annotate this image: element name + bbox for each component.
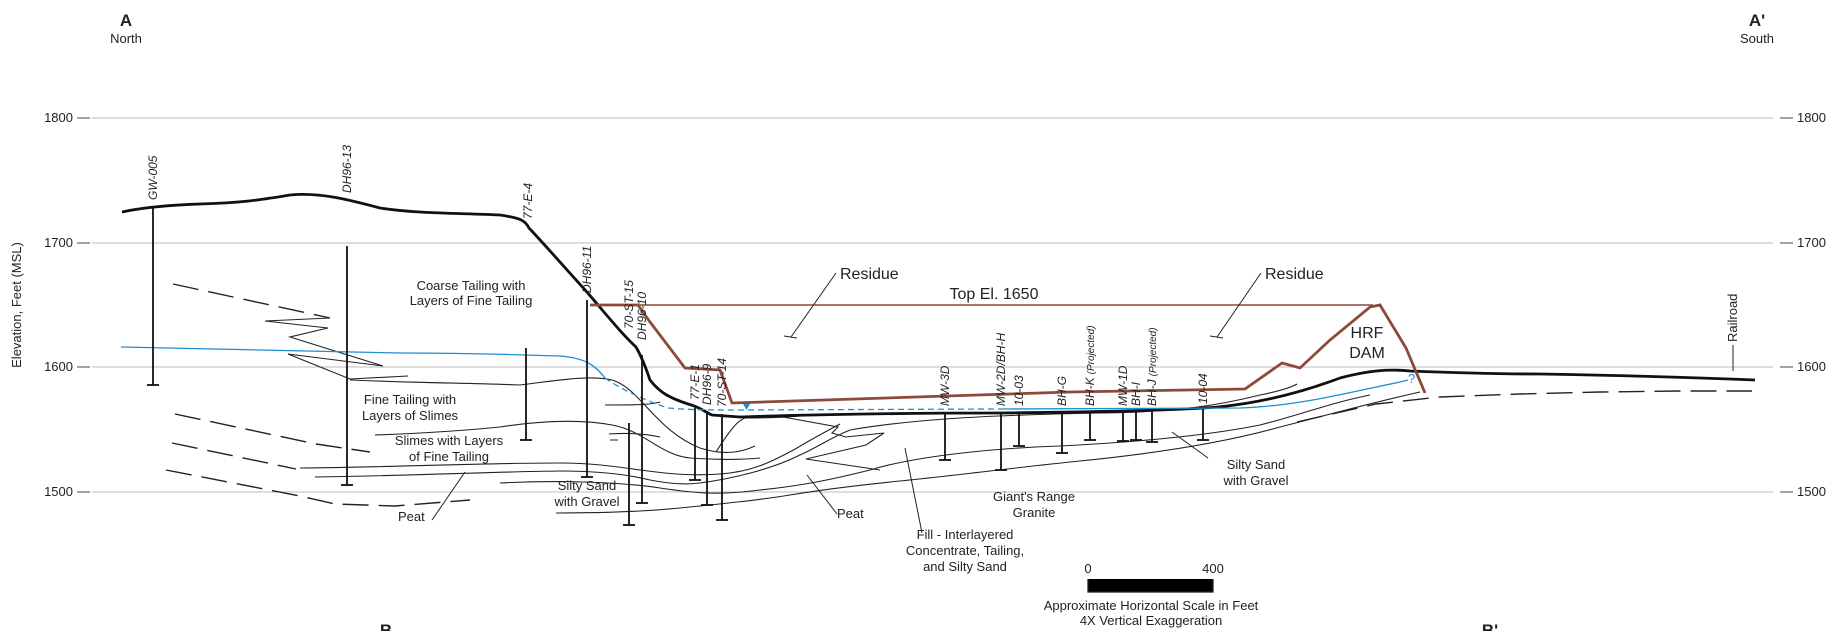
elev-label-1500-right: 1500 bbox=[1797, 484, 1826, 499]
well-label-bhi: BH-I bbox=[1129, 381, 1143, 406]
section-dir-south: South bbox=[1740, 31, 1774, 46]
bedrock-contact-south bbox=[1296, 390, 1752, 423]
label-top-elevation: Top El. 1650 bbox=[950, 286, 1039, 303]
scale-zero: 0 bbox=[1084, 561, 1091, 576]
elev-label-1700-left: 1700 bbox=[44, 235, 73, 250]
label-peat-mid: Peat bbox=[837, 506, 864, 521]
label-railroad: Railroad bbox=[1725, 294, 1740, 342]
tailing-contact-2 bbox=[374, 420, 761, 461]
bedrock-contact-left bbox=[172, 283, 331, 319]
well-label-dh9611: DH96-11 bbox=[580, 246, 594, 293]
well-label-1004: 10-04 bbox=[1196, 373, 1210, 404]
well-label-70st15: 70-ST-15 bbox=[622, 280, 636, 329]
well-label-bhk: BH-K(Projected) bbox=[1083, 325, 1097, 406]
scale-exaggeration: 4X Vertical Exaggeration bbox=[1080, 613, 1222, 628]
section-letter-a: A bbox=[120, 11, 132, 30]
elev-label-1600-left: 1600 bbox=[44, 359, 73, 374]
well-label-bhj: BH-J(Projected) bbox=[1145, 327, 1159, 406]
label-peat-left: Peat bbox=[398, 509, 425, 524]
scale-bar: 0 400 Approximate Horizontal Scale in Fe… bbox=[1044, 561, 1259, 628]
well-label-gw005: GW-005 bbox=[146, 155, 160, 200]
well-label-dh9610: DH96-10 bbox=[635, 292, 649, 340]
y-axis-title: Elevation, Feet (MSL) bbox=[9, 242, 24, 368]
water-table-left bbox=[120, 346, 606, 379]
well-label-dh9613: DH96-13 bbox=[340, 145, 354, 193]
granite-contact bbox=[555, 391, 1421, 514]
elev-label-1800-left: 1800 bbox=[44, 110, 73, 125]
well-label-70st14: 70-ST-14 bbox=[715, 358, 729, 407]
water-question-mark: ? bbox=[1408, 371, 1415, 386]
section-letter-a-prime: A' bbox=[1749, 11, 1765, 30]
well-label-bhg: BH-G bbox=[1055, 376, 1069, 406]
label-residue-right: Residue bbox=[1265, 266, 1324, 283]
tailing-contact-5 bbox=[499, 394, 1371, 494]
well-label-mw2d: MW-2D/BH-H bbox=[994, 333, 1008, 406]
well-label-mw3d: MW-3D bbox=[938, 365, 952, 406]
well-label-77e1: 77-E-1 bbox=[688, 364, 702, 400]
section-letter-b-prime: B' bbox=[1482, 621, 1498, 631]
elev-label-1500-left: 1500 bbox=[44, 484, 73, 499]
well-label-dh969: DH96-9 bbox=[700, 363, 714, 405]
well-label-77e4: 77-E-4 bbox=[521, 183, 535, 219]
wells bbox=[147, 207, 1209, 526]
tailing-contact-3 bbox=[299, 423, 841, 476]
elev-label-1700-right: 1700 bbox=[1797, 235, 1826, 250]
elev-label-1600-right: 1600 bbox=[1797, 359, 1826, 374]
section-letter-b: B bbox=[380, 621, 392, 631]
dam-outline bbox=[590, 303, 1427, 405]
well-label-1003: 10-03 bbox=[1012, 375, 1026, 406]
section-dir-north: North bbox=[110, 31, 142, 46]
well-label-mw1d: MW-1D bbox=[1116, 365, 1130, 406]
water-table-right bbox=[999, 379, 1409, 410]
elev-label-1800-right: 1800 bbox=[1797, 110, 1826, 125]
scale-caption: Approximate Horizontal Scale in Feet bbox=[1044, 598, 1259, 613]
ground-surface bbox=[121, 193, 1756, 419]
label-residue-left: Residue bbox=[840, 266, 899, 283]
scale-max: 400 bbox=[1202, 561, 1224, 576]
